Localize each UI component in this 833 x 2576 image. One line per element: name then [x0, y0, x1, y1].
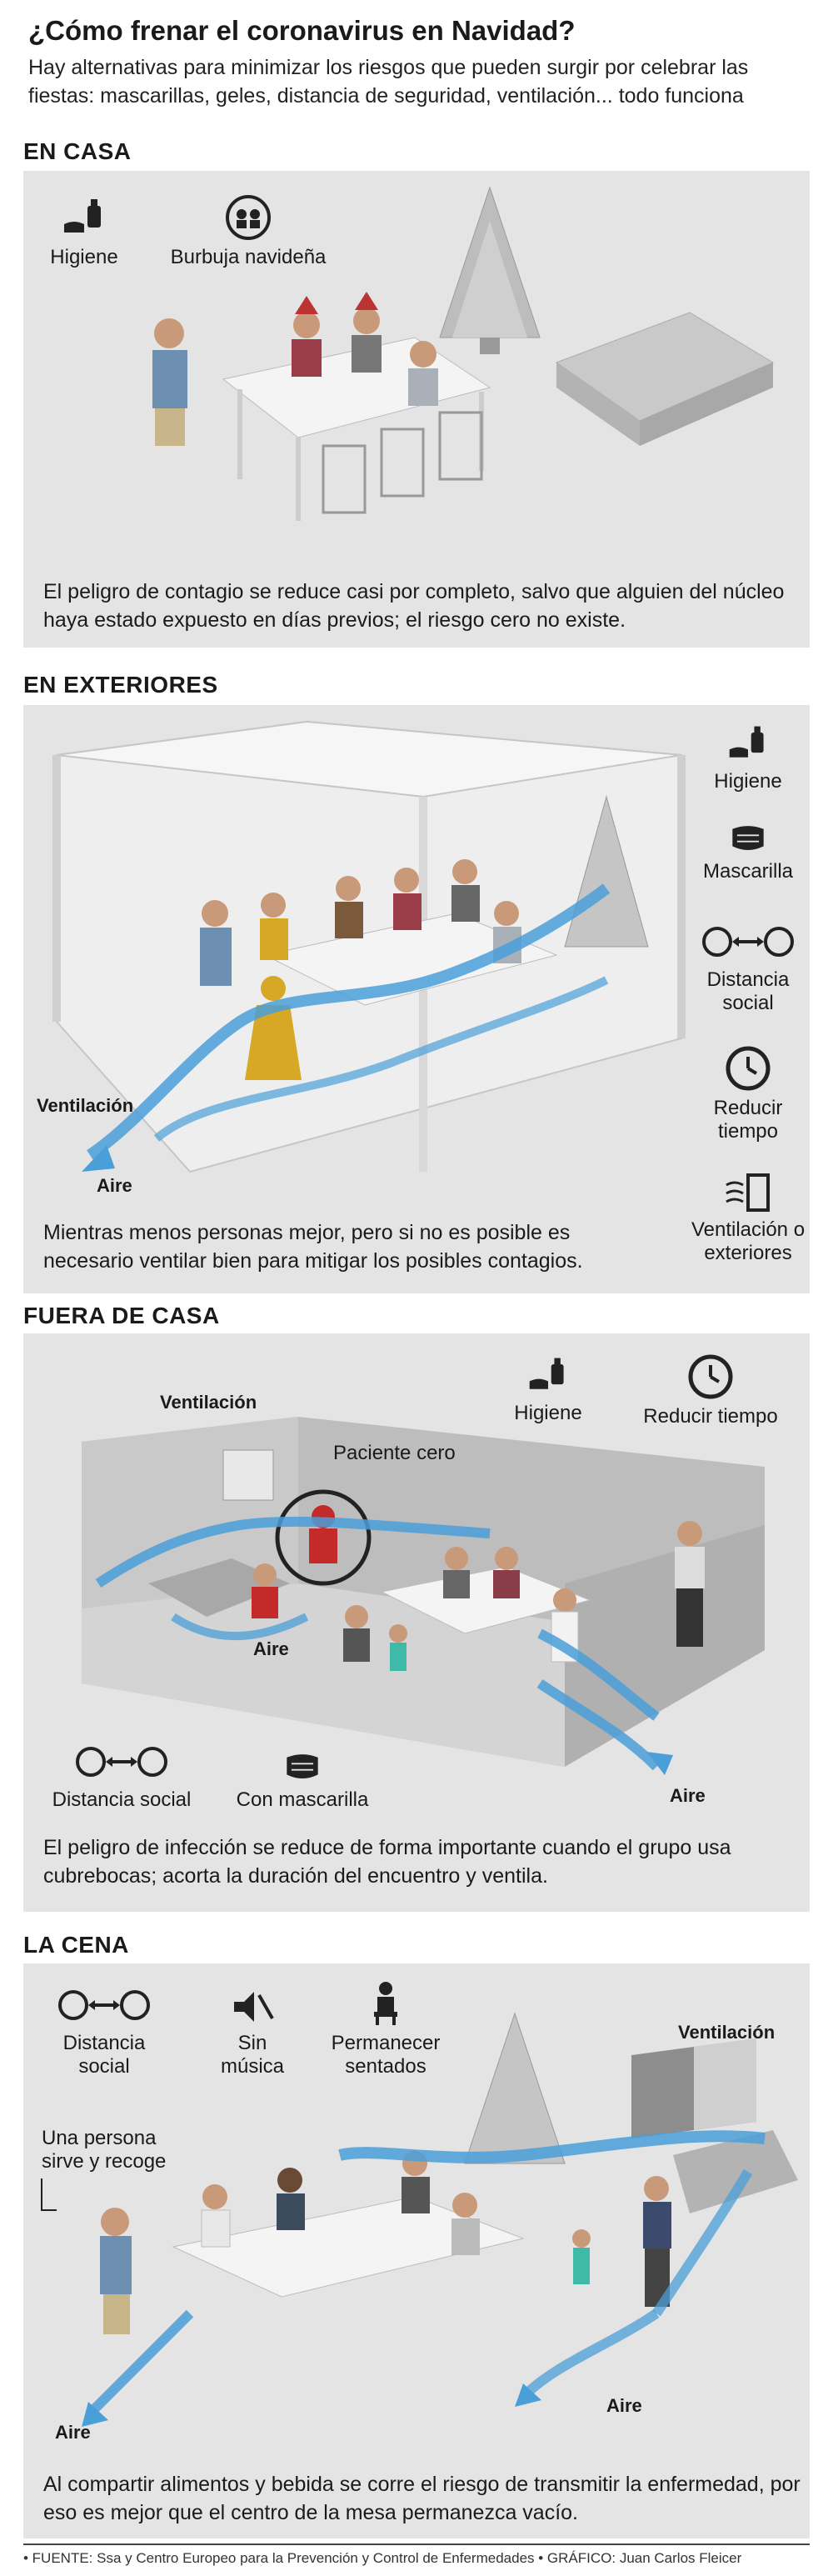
- icon-label-distancia-fuera: Distancia social: [52, 1788, 192, 1811]
- hand-sanitizer-icon: [729, 726, 764, 758]
- panel-cena: Ventilación Una persona sirve y recoge A…: [23, 1963, 810, 2538]
- section-heading-fuera: FUERA DE CASA: [23, 1303, 220, 1328]
- section-heading-cena: LA CENA: [23, 1932, 129, 1958]
- icon-label-burbuja: Burbuja navideña: [170, 246, 327, 268]
- icon-label-distancia-cena: Distancia social: [62, 2032, 146, 2078]
- icon-item-ventilacion-ext: Ventilación o exteriores: [690, 1172, 806, 1265]
- panel-fuera: Ventilación Paciente cero Aire Aire Higi…: [23, 1333, 810, 1912]
- hand-sanitizer-icon: [64, 199, 101, 233]
- scene-indoor-room: [82, 1417, 765, 1775]
- section-heading-exteriores: EN EXTERIORES: [23, 672, 218, 698]
- label-ventilacion-fuera: Ventilación: [160, 1392, 257, 1413]
- icon-item-reducir-fuera: Reducir tiempo: [631, 1353, 790, 1428]
- seated-person-icon: [374, 1982, 397, 2025]
- icon-label-reducir-fuera: Reducir tiempo: [643, 1405, 778, 1428]
- open-window-icon: [726, 1173, 770, 1212]
- caption-exteriores: Mientras menos personas mejor, pero si n…: [43, 1221, 583, 1273]
- icon-item-burbuja: Burbuja navideña: [157, 194, 340, 269]
- label-aire-cena-1: Aire: [55, 2422, 91, 2443]
- icon-item-sin-musica: Sin música: [207, 1987, 298, 2078]
- icon-label-sentados: Permanecer sentados: [331, 2032, 441, 2078]
- icon-item-distancia-fuera: Distancia social: [38, 1743, 205, 1812]
- page-title: ¿Cómo frenar el coronavirus en Navidad?: [28, 15, 576, 46]
- icon-label-sin-musica: Sin música: [220, 2032, 285, 2078]
- panel-en-casa: Higiene Burbuja navideña El peligro de c…: [23, 171, 810, 648]
- icon-item-higiene: Higiene: [38, 194, 130, 269]
- icon-label-mascarilla: Mascarilla: [702, 860, 794, 883]
- icon-item-higiene-fuera: Higiene: [490, 1353, 606, 1425]
- face-mask-icon: [287, 1754, 318, 1778]
- label-ventilacion-cena: Ventilación: [678, 2022, 776, 2043]
- label-aire-fuera-1: Aire: [253, 1638, 289, 1659]
- icon-item-distancia-cena: Distancia social: [42, 1987, 167, 2078]
- social-distance-icon: [702, 927, 794, 957]
- scene-outdoor-pergola: [52, 720, 686, 1173]
- label-paciente-cero: Paciente cero: [333, 1442, 456, 1464]
- social-distance-icon: [58, 1990, 150, 2020]
- clock-icon: [688, 1354, 733, 1399]
- bubble-people-icon: [226, 195, 271, 240]
- icon-label-mascarilla-fuera: Con mascarilla: [236, 1788, 369, 1811]
- section-heading-en-casa: EN CASA: [23, 138, 132, 164]
- label-sirve-recoge: Una persona sirve y recoge: [42, 2127, 167, 2173]
- icon-item-higiene-ext: Higiene: [690, 722, 806, 793]
- hand-sanitizer-icon: [529, 1358, 564, 1389]
- icon-label-higiene: Higiene: [50, 246, 118, 268]
- icon-item-mascarilla: Mascarilla: [690, 822, 806, 883]
- icon-item-sentados: Permanecer sentados: [315, 1980, 456, 2078]
- icon-label-distancia-ext: Distancia social: [706, 968, 790, 1014]
- icon-item-mascarilla-fuera: Con mascarilla: [223, 1750, 382, 1812]
- panel-exteriores: Ventilación Aire Higiene Mascarilla Dist…: [23, 705, 810, 1293]
- icon-label-ventilacion-ext: Ventilación o exteriores: [691, 1218, 806, 1264]
- label-ventilacion-ext: Ventilación: [37, 1095, 134, 1116]
- label-aire-fuera-2: Aire: [670, 1785, 706, 1806]
- social-distance-icon: [76, 1747, 167, 1777]
- muted-speaker-icon: [234, 1992, 274, 2022]
- scene-home-dinner: [152, 186, 775, 521]
- icon-label-higiene-fuera: Higiene: [514, 1402, 582, 1424]
- icon-label-reducir-ext: Reducir tiempo: [713, 1097, 783, 1143]
- caption-cena: Al compartir alimentos y bebida se corre…: [43, 2473, 801, 2524]
- source-credit: • FUENTE: Ssa y Centro Europeo para la P…: [23, 2543, 810, 2567]
- face-mask-icon: [732, 826, 764, 850]
- icon-item-distancia-ext: Distancia social: [690, 923, 806, 1015]
- caption-en-casa: El peligro de contagio se reduce casi po…: [43, 580, 785, 632]
- clock-icon: [726, 1046, 771, 1091]
- label-aire-cena-2: Aire: [606, 2395, 642, 2416]
- page-subtitle: Hay alternativas para minimizar los ries…: [28, 56, 749, 108]
- icon-label-higiene-ext: Higiene: [714, 770, 782, 793]
- icon-item-reducir-ext: Reducir tiempo: [690, 1045, 806, 1143]
- caption-fuera: El peligro de infección se reduce de for…: [43, 1836, 731, 1888]
- label-aire-ext: Aire: [97, 1175, 132, 1196]
- scene-dinner-table: [41, 2012, 798, 2427]
